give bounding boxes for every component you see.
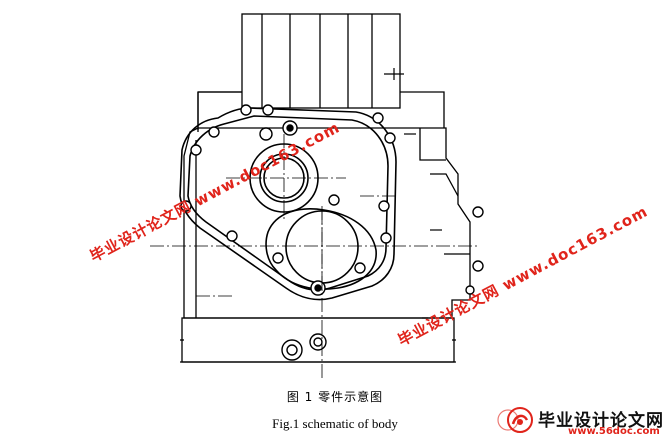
logo-url: www.56doc.com <box>568 426 660 437</box>
logo-title: 毕业设计论文网 <box>538 411 664 431</box>
figure-caption-chinese: 图 1 零件示意图 <box>286 390 384 404</box>
lower-bore-outer <box>265 208 377 290</box>
housing-outline <box>183 127 471 319</box>
logo-emblem-icon <box>507 407 533 433</box>
cover-plate-outline <box>179 107 397 301</box>
site-logo: 毕业设计论文网 www.56doc.com <box>504 404 668 438</box>
top-motor-block <box>241 13 401 109</box>
figure-caption-english: Fig.1 schematic of body <box>272 416 398 431</box>
